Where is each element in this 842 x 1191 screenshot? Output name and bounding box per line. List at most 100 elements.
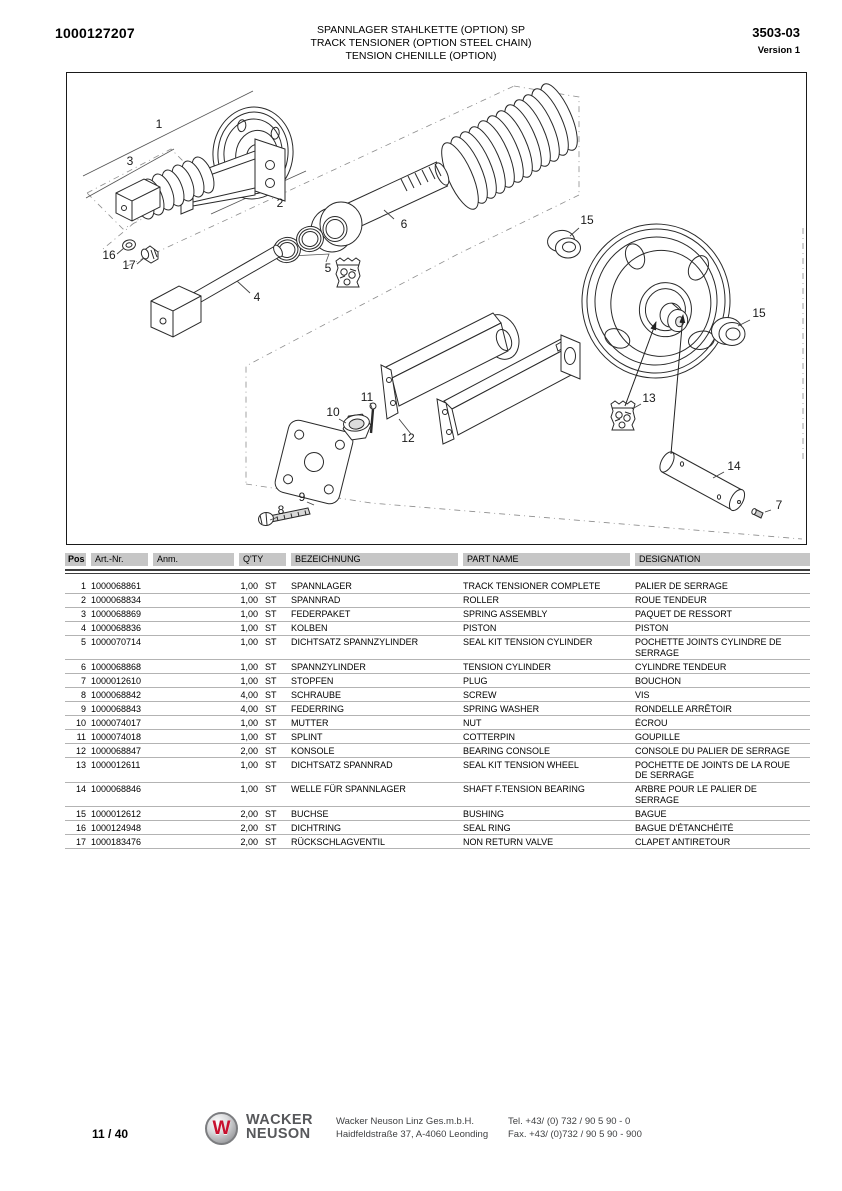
- cell-part: ROLLER: [463, 595, 500, 605]
- qty-unit: ST: [265, 623, 277, 633]
- section-code: 3503-03: [752, 25, 800, 40]
- cell-pos: 8: [80, 689, 86, 700]
- qty-unit: ST: [265, 595, 277, 605]
- qty-value: 2,00: [240, 808, 258, 819]
- section-code-block: 3503-03 Version 1: [752, 25, 800, 56]
- qty-unit: ST: [265, 581, 277, 591]
- cell-anm: [153, 746, 239, 757]
- callout-number: 4: [254, 290, 261, 304]
- cell-pos: 3: [80, 609, 86, 619]
- column-header-qty: Q'TY: [239, 553, 286, 566]
- cell-anm: [153, 837, 239, 848]
- cell-art: 1000068843: [91, 703, 142, 714]
- cell-bez: FEDERRING: [291, 703, 345, 714]
- cell-desig: GOUPILLE: [635, 731, 681, 742]
- qty-value: 2,00: [240, 745, 258, 756]
- cell-bez: SPANNRAD: [291, 595, 341, 605]
- column-header-partname: PART NAME: [463, 553, 630, 566]
- callout-number: 17: [122, 258, 136, 272]
- cell-desig: ÉCROU: [635, 717, 668, 728]
- cell-pos: 17: [75, 836, 86, 847]
- cell-part: TENSION CYLINDER: [463, 661, 552, 672]
- cell-desig: POCHETTE DE JOINTS DE LA ROUE DE SERRAGE: [635, 759, 791, 781]
- cell-bez: BUCHSE: [291, 808, 329, 819]
- callout-leader: [136, 257, 145, 265]
- seal-kit-bag-icon: [335, 257, 361, 288]
- cell-pos: 7: [80, 675, 86, 686]
- qty-unit: ST: [265, 836, 277, 847]
- callout-number: 15: [752, 306, 766, 320]
- cell-anm: [153, 637, 239, 658]
- cell-anm: [153, 732, 239, 743]
- piston-rod-drawing: [150, 244, 283, 338]
- cell-desig: BOUCHON: [635, 675, 682, 686]
- cell-desig: ROUE TENDEUR: [635, 595, 707, 605]
- cell-art: 1000068834: [91, 595, 142, 605]
- qty-value: 4,00: [240, 703, 258, 714]
- callout-leader: [369, 402, 373, 409]
- qty-value: 1,00: [240, 675, 258, 686]
- cell-bez: STOPFEN: [291, 675, 334, 686]
- cell-art: 1000068836: [91, 623, 142, 633]
- cell-art: 1000074018: [91, 731, 142, 742]
- qty-unit: ST: [265, 609, 277, 619]
- cell-anm: [153, 760, 239, 781]
- column-header-artnr: Art.-Nr.: [91, 553, 148, 566]
- parts-table-header: Pos Art.-Nr. Anm. Q'TY BEZEICHNUNG PART …: [65, 553, 810, 566]
- cell-part: SEAL RING: [463, 822, 511, 833]
- cell-anm: [153, 784, 239, 805]
- callout-leader: [383, 209, 395, 220]
- cell-anm: [153, 623, 239, 634]
- cell-pos: 13: [75, 759, 86, 770]
- cell-bez: SPANNZYLINDER: [291, 661, 366, 672]
- cell-art: 1000012611: [91, 759, 141, 770]
- callout-leader: [631, 403, 642, 410]
- bearing-console-drawing: [380, 312, 581, 445]
- callout-number: 14: [727, 459, 741, 473]
- cell-desig: VIS: [635, 689, 650, 700]
- cell-desig: CLAPET ANTIRETOUR: [635, 836, 731, 847]
- non-return-valve-drawing: [140, 245, 159, 264]
- callout-number: 1: [156, 117, 163, 131]
- cell-art: 1000183476: [91, 836, 142, 847]
- callout-number: 9: [299, 490, 306, 504]
- cell-bez: FEDERPAKET: [291, 609, 351, 619]
- cell-bez: DICHTRING: [291, 822, 341, 833]
- wacker-neuson-logo-icon: W: [205, 1112, 238, 1145]
- callout-leader: [737, 319, 751, 327]
- cell-anm: [153, 581, 239, 592]
- callout-leader: [236, 280, 251, 294]
- cell-art: 1000068847: [91, 745, 142, 756]
- cell-bez: KONSOLE: [291, 745, 335, 756]
- cell-anm: [153, 662, 239, 673]
- cell-anm: [153, 595, 239, 606]
- document-number: 1000127207: [55, 25, 135, 41]
- qty-value: 4,00: [240, 689, 258, 700]
- cell-part: NON RETURN VALVE: [463, 836, 554, 847]
- callout-leader: [764, 509, 772, 513]
- cell-pos: 12: [75, 745, 86, 756]
- title-en: TRACK TENSIONER (OPTION STEEL CHAIN): [310, 37, 532, 49]
- cell-pos: 15: [75, 808, 86, 819]
- callout-number: 7: [776, 498, 783, 512]
- cell-part: COTTERPIN: [463, 731, 516, 742]
